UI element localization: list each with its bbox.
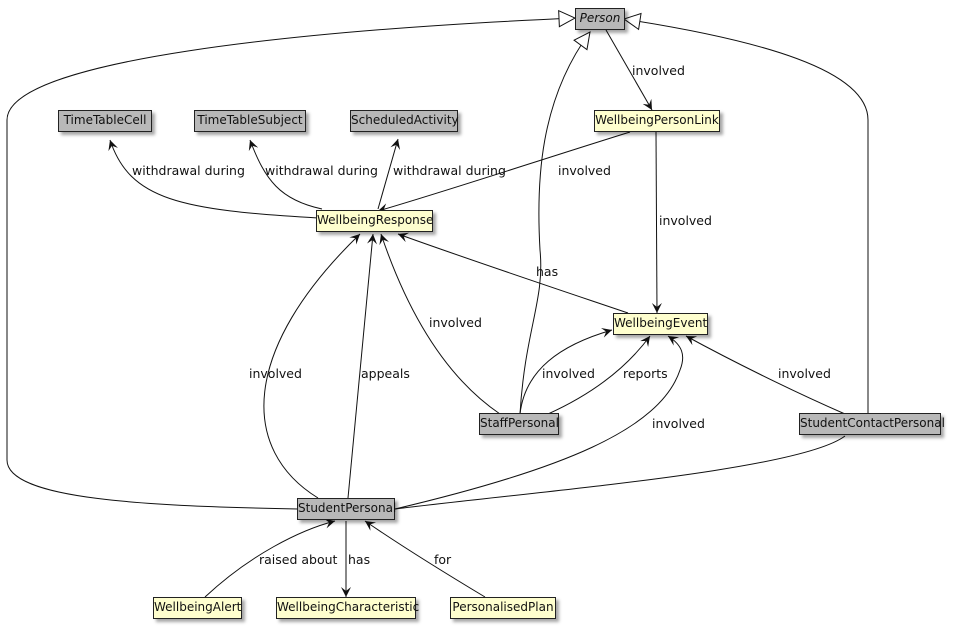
class-wellbeing-response[interactable]: WellbeingResponse — [316, 210, 433, 232]
edge-contact-student-line — [394, 435, 846, 510]
label-student-event: involved — [652, 416, 705, 431]
edge-person-link — [605, 29, 653, 111]
label-link-resp: involved — [558, 163, 611, 178]
edge-student-resp-appeals — [347, 233, 378, 499]
class-student-personal[interactable]: StudentPersonal — [297, 498, 396, 520]
edge-student-resp-involved — [263, 233, 361, 499]
edge-contact-event — [685, 335, 846, 415]
edge-resp-cell — [108, 139, 319, 219]
label-staff-event-involved: involved — [542, 366, 595, 381]
edge-staff-event-reports — [547, 335, 651, 415]
class-person[interactable]: Person — [575, 8, 625, 30]
label-resp-cell: withdrawal during — [132, 163, 245, 178]
class-wellbeing-person-link[interactable]: WellbeingPersonLink — [594, 110, 720, 132]
edge-contact-person-generalization — [622, 12, 869, 414]
label-student-resp-involved: involved — [249, 366, 302, 381]
label-alert-student: raised about — [259, 552, 338, 567]
edge-resp-activity — [377, 138, 401, 210]
class-wellbeing-alert[interactable]: WellbeingAlert — [153, 597, 242, 619]
label-link-event: involved — [659, 213, 712, 228]
label-plan-student: for — [434, 552, 452, 567]
edge-staff-resp — [379, 233, 501, 415]
edge-resp-subject — [248, 139, 323, 210]
edge-plan-student — [364, 520, 486, 598]
edge-link-resp — [377, 131, 631, 213]
class-staff-personal[interactable]: StaffPersonal — [479, 413, 559, 435]
label-person-link: involved — [632, 63, 685, 78]
label-staff-event-reports: reports — [623, 366, 668, 381]
class-personalised-plan[interactable]: PersonalisedPlan — [450, 597, 556, 619]
edge-link-event — [651, 131, 662, 314]
label-staff-resp: involved — [429, 315, 482, 330]
class-timetable-subject[interactable]: TimeTableSubject — [194, 110, 306, 132]
class-student-contact-personal[interactable]: StudentContactPersonal — [799, 413, 945, 435]
class-timetable-cell[interactable]: TimeTableCell — [58, 110, 152, 132]
edge-student-person-generalization — [6, 9, 577, 510]
label-student-characteristic: has — [348, 552, 371, 567]
edge-staff-event-involved — [519, 327, 613, 415]
class-wellbeing-event[interactable]: WellbeingEvent — [613, 313, 708, 335]
label-event-resp: has — [536, 264, 559, 279]
edge-event-resp — [397, 232, 629, 314]
class-scheduled-activity[interactable]: ScheduledActivity — [350, 110, 459, 132]
edge-staff-person-generalization — [519, 31, 591, 415]
label-student-resp-appeals: appeals — [361, 366, 410, 381]
edge-alert-student — [204, 518, 336, 598]
label-contact-event: involved — [778, 366, 831, 381]
edge-student-event — [394, 335, 684, 510]
class-wellbeing-characteristic[interactable]: WellbeingCharacteristic — [276, 597, 419, 619]
label-resp-activity: withdrawal during — [393, 163, 506, 178]
label-resp-subject: withdrawal during — [265, 163, 378, 178]
